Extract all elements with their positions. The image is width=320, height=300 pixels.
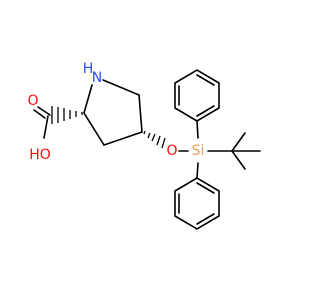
bond-si-phenyl-top [196,120,199,139]
bond-c-o-double-2 [33,109,46,119]
atom-ether-oxygen: O [166,143,177,159]
pyrrolidine-ring [83,79,143,146]
phenyl-top-outline [174,69,220,122]
bond-c-oh [43,115,49,139]
atom-carbonyl-oxygen: O [27,93,38,109]
atom-hydroxyl: HO [29,147,51,163]
bond-c-o-double-1 [37,106,51,116]
bond-c3-c2 [83,112,105,146]
atom-nitrogen-h: H [83,61,94,77]
tert-butyl-group [207,132,261,170]
phenyl-bottom-outline [174,177,220,230]
bond-ch2-c4 [138,94,143,133]
bond-c2-n [83,84,93,114]
bond-c4-c3 [103,131,143,146]
hashed-wedge-c2 [51,106,83,124]
atom-silicon: Si [192,143,205,159]
phenyl-ring-top [174,69,220,139]
hashed-wedge-c4 [143,130,166,149]
bond-n-ch2 [102,79,140,96]
atom-nitrogen: N [92,70,102,86]
bond-cq-me3 [231,150,246,170]
phenyl-ring-bottom [174,162,220,230]
carboxyl-group [33,106,83,139]
bond-si-phenyl-bottom [196,162,199,179]
molecule-structure: N H O HO O Si [27,61,261,230]
bond-cq-me1 [231,132,246,152]
